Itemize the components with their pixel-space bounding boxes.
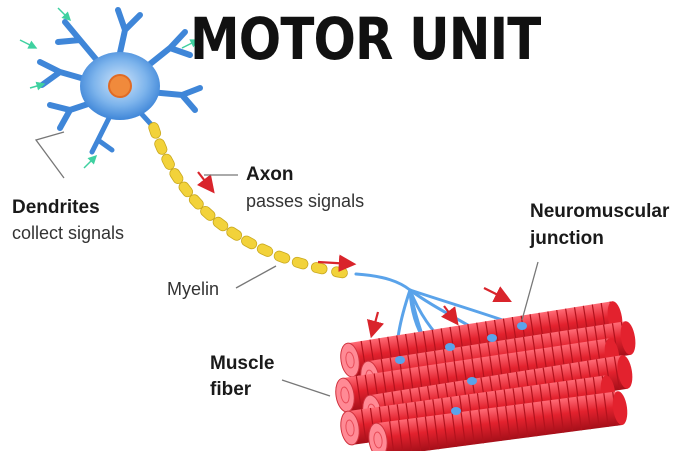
myelin-segment bbox=[310, 262, 328, 275]
signal-direction-arrows bbox=[196, 171, 512, 339]
leader-lines bbox=[204, 174, 539, 397]
myelin-segment bbox=[161, 153, 175, 170]
muscle-label-line2: fiber bbox=[210, 379, 252, 400]
myelin-segment bbox=[148, 122, 162, 139]
dendrites-desc: collect signals bbox=[12, 223, 125, 243]
myelin-segment bbox=[154, 138, 168, 155]
page-title: MOTOR UNIT bbox=[190, 5, 541, 73]
signal-arrows bbox=[19, 7, 200, 169]
axon-desc: passes signals bbox=[246, 191, 365, 211]
myelin-segment bbox=[226, 226, 243, 241]
myelin-sheath bbox=[148, 122, 348, 279]
myelin-label: Myelin bbox=[167, 279, 220, 299]
myelin-segment bbox=[241, 235, 258, 250]
myelin-segment bbox=[200, 205, 216, 221]
myelin-segment bbox=[273, 250, 291, 264]
axon-label: Axon bbox=[246, 164, 294, 185]
myelin-segment bbox=[331, 266, 348, 279]
dendrites-label: Dendrites bbox=[12, 197, 100, 218]
myelin-segment bbox=[212, 216, 229, 232]
myelin-segment bbox=[256, 243, 274, 257]
muscle-fiber-bundle bbox=[335, 301, 636, 451]
myelin-segment bbox=[291, 256, 309, 270]
muscle-fiber bbox=[368, 391, 628, 451]
nmj-label-line2: junction bbox=[530, 228, 604, 249]
nucleus bbox=[108, 74, 132, 98]
dendrites-bracket bbox=[34, 131, 65, 179]
muscle-label-line1: Muscle bbox=[210, 353, 275, 374]
neuromuscular-endings bbox=[395, 322, 527, 415]
nmj-label-line1: Neuromuscular bbox=[530, 201, 670, 222]
